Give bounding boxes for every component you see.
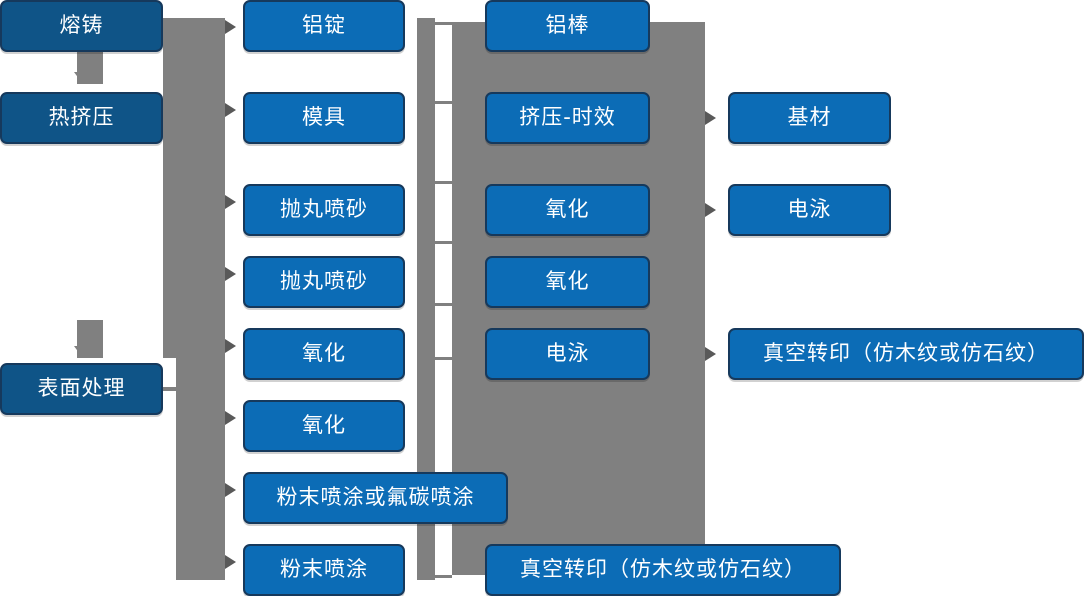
tick-bridge-6 bbox=[435, 357, 452, 360]
output-label-electrophoresis: 电泳 bbox=[787, 197, 832, 222]
tick-bridge-7 bbox=[435, 575, 452, 578]
material-label-powdercoat-fluorocarbon: 粉末喷涂或氟碳喷涂 bbox=[276, 485, 475, 510]
arrowhead-to-vacuum-transfer bbox=[705, 347, 716, 361]
process-box-albar[interactable]: 铝棒 bbox=[485, 0, 650, 52]
material-box-ingot[interactable]: 铝锭 bbox=[243, 0, 405, 52]
process-label-albar: 铝棒 bbox=[545, 13, 590, 38]
stage-box-melting[interactable]: 熔铸 bbox=[0, 0, 163, 52]
connector-surface-to-trunk bbox=[162, 387, 182, 391]
material-label-ingot: 铝锭 bbox=[302, 13, 346, 38]
trunk-upper bbox=[163, 18, 225, 358]
arrowhead-to-ingot bbox=[225, 20, 236, 34]
tick-bridge-3 bbox=[435, 181, 452, 184]
output-box-substrate[interactable]: 基材 bbox=[728, 92, 891, 144]
rail-materials-upper bbox=[417, 18, 435, 358]
process-box-electrophoresis[interactable]: 电泳 bbox=[485, 328, 650, 380]
material-label-oxidation2: 氧化 bbox=[302, 413, 346, 438]
material-box-shotblast2[interactable]: 抛丸喷砂 bbox=[243, 256, 405, 308]
stage-label-surface: 表面处理 bbox=[37, 376, 126, 401]
arrowhead-to-oxidation2 bbox=[225, 411, 236, 425]
arrowhead-to-substrate bbox=[705, 111, 716, 125]
process-box-extrude-age[interactable]: 挤压-时效 bbox=[485, 92, 650, 144]
arrowhead-to-powdercoat bbox=[225, 555, 236, 569]
arrowhead-to-powdercoat-fluorocarbon bbox=[225, 483, 236, 497]
arrowhead-to-shotblast1 bbox=[225, 195, 236, 209]
material-label-shotblast1: 抛丸喷砂 bbox=[280, 197, 368, 222]
arrowhead-down-extrusion bbox=[74, 72, 90, 83]
process-label-vacuum-transfer: 真空转印（仿木纹或仿石纹） bbox=[520, 557, 806, 582]
output-label-vacuum-transfer: 真空转印（仿木纹或仿石纹） bbox=[763, 341, 1049, 366]
material-label-powdercoat: 粉末喷涂 bbox=[280, 557, 368, 582]
rail-materials-lower bbox=[417, 358, 435, 580]
process-box-oxidation2[interactable]: 氧化 bbox=[485, 256, 650, 308]
stage-label-melting: 熔铸 bbox=[59, 13, 104, 38]
material-box-oxidation1[interactable]: 氧化 bbox=[243, 328, 405, 380]
arrowhead-down-surface bbox=[74, 346, 90, 357]
process-label-oxidation1: 氧化 bbox=[545, 197, 590, 222]
stage-box-extrusion[interactable]: 热挤压 bbox=[0, 92, 163, 144]
material-label-shotblast2: 抛丸喷砂 bbox=[280, 269, 368, 294]
tick-bridge-5 bbox=[435, 303, 452, 306]
tick-bridge-2 bbox=[435, 101, 452, 104]
process-label-electrophoresis: 电泳 bbox=[545, 341, 590, 366]
process-box-vacuum-transfer[interactable]: 真空转印（仿木纹或仿石纹） bbox=[485, 544, 841, 596]
material-box-oxidation2[interactable]: 氧化 bbox=[243, 400, 405, 452]
trunk-lower bbox=[176, 358, 225, 580]
arrowhead-to-oxidation1 bbox=[225, 339, 236, 353]
output-box-electrophoresis[interactable]: 电泳 bbox=[728, 184, 891, 236]
arrowhead-to-electrophoresis bbox=[705, 203, 716, 217]
output-box-vacuum-transfer[interactable]: 真空转印（仿木纹或仿石纹） bbox=[728, 328, 1084, 380]
ladder-gap bbox=[435, 18, 452, 580]
process-label-oxidation2: 氧化 bbox=[545, 269, 590, 294]
output-label-substrate: 基材 bbox=[787, 105, 832, 130]
material-label-oxidation1: 氧化 bbox=[302, 341, 346, 366]
material-box-powdercoat[interactable]: 粉末喷涂 bbox=[243, 544, 405, 596]
tick-bridge-1 bbox=[435, 22, 452, 25]
stage-label-extrusion: 热挤压 bbox=[48, 105, 115, 130]
process-box-oxidation1[interactable]: 氧化 bbox=[485, 184, 650, 236]
stage-box-surface[interactable]: 表面处理 bbox=[0, 363, 163, 415]
arrowhead-to-mold bbox=[225, 103, 236, 117]
material-box-mold[interactable]: 模具 bbox=[243, 92, 405, 144]
tick-bridge-4 bbox=[435, 241, 452, 244]
material-label-mold: 模具 bbox=[302, 105, 346, 130]
arrowhead-to-shotblast2 bbox=[225, 267, 236, 281]
material-box-powdercoat-fluorocarbon[interactable]: 粉末喷涂或氟碳喷涂 bbox=[243, 472, 508, 524]
process-label-extrude-age: 挤压-时效 bbox=[519, 105, 616, 130]
material-box-shotblast1[interactable]: 抛丸喷砂 bbox=[243, 184, 405, 236]
